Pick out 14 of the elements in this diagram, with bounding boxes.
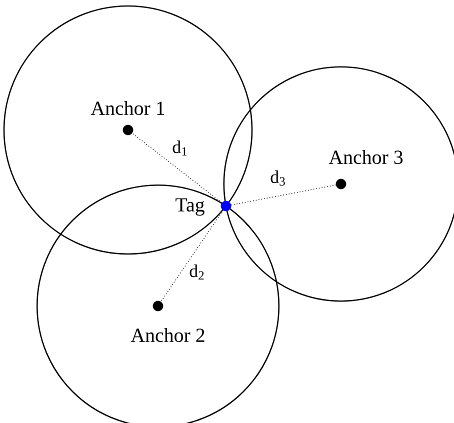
distance-line	[132, 132, 222, 204]
distance-line	[230, 184, 336, 206]
distance-line	[160, 210, 224, 302]
anchor-dot	[152, 300, 164, 312]
edge-label: d$_{3}$	[270, 170, 285, 186]
anchor-dot	[220, 200, 232, 212]
node-label: Anchor 1	[90, 100, 166, 116]
edge-label: d$_{1}$	[172, 140, 187, 156]
node-label: Anchor 3	[328, 149, 404, 165]
edge-label: d$_{2}$	[190, 264, 204, 280]
node-label: Tag	[174, 197, 206, 217]
anchor-dot	[122, 124, 134, 136]
node-label: Anchor 2	[130, 327, 206, 343]
anchor-dot	[336, 178, 346, 190]
